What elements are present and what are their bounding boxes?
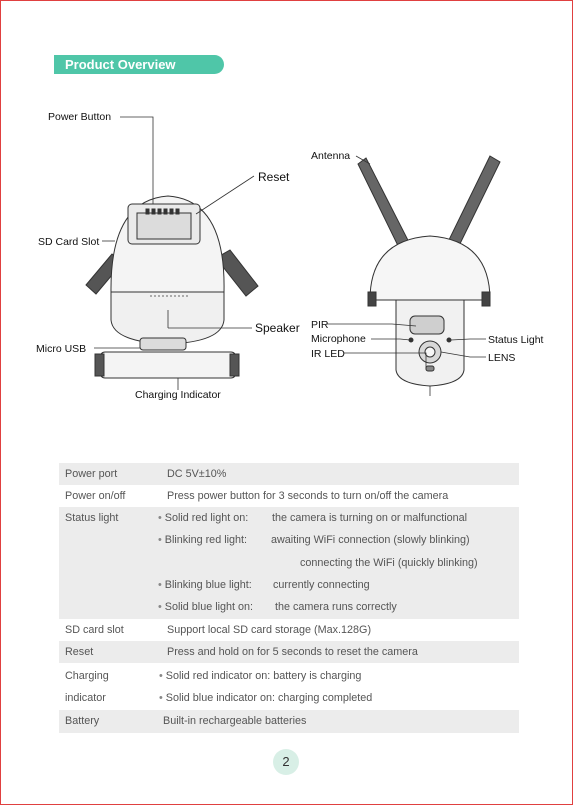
spec-key: Reset [65, 646, 94, 658]
spec-value: Built-in rechargeable batteries [163, 715, 307, 727]
label-lens: LENS [488, 352, 515, 364]
status-item-desc: the camera is turning on or malfunctiona… [272, 512, 468, 524]
ir-led [425, 365, 435, 372]
sd-card-plate [136, 212, 192, 240]
top-slots [145, 208, 180, 215]
label-ir-led: IR LED [311, 348, 345, 360]
label-status-light: Status Light [488, 334, 544, 346]
spec-value: DC 5V±10% [167, 468, 227, 480]
spec-key: indicator [65, 692, 106, 704]
status-item-label: Solid blue light on: [158, 596, 253, 618]
right-arm [215, 249, 259, 297]
spec-row-power-port: Power port DC 5V±10% [59, 463, 519, 485]
charging-item: Solid blue indicator on: charging comple… [159, 687, 372, 709]
front-dome [369, 235, 491, 301]
diagram-labels: Power Button Reset SD Card Slot Speaker … [36, 111, 544, 401]
micro-usb-port [139, 337, 187, 351]
label-antenna: Antenna [311, 150, 350, 162]
label-charging-indicator: Charging Indicator [135, 389, 221, 401]
spec-row-sd-card-slot: SD card slot Support local SD card stora… [59, 619, 519, 641]
camera-diagram: Power Button Reset SD Card Slot Speaker … [36, 111, 544, 401]
spec-key: Power on/off [65, 490, 126, 502]
label-microphone: Microphone [311, 333, 366, 345]
camera-front-view [357, 155, 501, 387]
label-pir: PIR [311, 319, 329, 331]
spec-row-status-light: Status light Solid red light on: the cam… [59, 507, 519, 619]
spec-row-power-onoff: Power on/off Press power button for 3 se… [59, 485, 519, 507]
status-item-label: Blinking blue light: [158, 574, 252, 596]
status-item-label: Blinking red light: [158, 529, 247, 551]
status-item-desc-2: connecting the WiFi (quickly blinking) [300, 557, 478, 569]
status-item-desc: the camera runs correctly [275, 601, 397, 613]
base [99, 351, 237, 379]
charging-item: Solid red indicator on: battery is charg… [159, 665, 362, 687]
front-side-right [481, 291, 491, 307]
label-power-button: Power Button [48, 111, 111, 123]
label-micro-usb: Micro USB [36, 343, 86, 355]
spec-key: Battery [65, 715, 100, 727]
spec-value: Support local SD card storage (Max.128G) [167, 624, 372, 636]
page-number: 2 [273, 749, 299, 775]
spec-key: SD card slot [65, 624, 124, 636]
status-item-desc: currently connecting [273, 579, 370, 591]
spec-key: Status light [65, 512, 119, 524]
section-title: Product Overview [54, 55, 224, 74]
spec-value: Press and hold on for 5 seconds to reset… [167, 646, 418, 658]
spec-key: Power port [65, 468, 118, 480]
label-speaker: Speaker [255, 321, 300, 335]
base-right-knob [229, 353, 240, 377]
camera-body [110, 291, 225, 345]
status-light [446, 337, 452, 343]
callout-lines [94, 116, 486, 396]
spec-row-charging-indicator: Charging indicator Solid red indicator o… [59, 665, 519, 709]
base-left-knob [94, 353, 105, 377]
camera-back-view [85, 195, 259, 379]
front-side-left [367, 291, 377, 307]
spec-value: Press power button for 3 seconds to turn… [167, 490, 449, 502]
status-item-desc: awaiting WiFi connection (slowly blinkin… [271, 534, 470, 546]
label-sd-card-slot: SD Card Slot [38, 236, 99, 248]
spec-row-battery: Battery Built-in rechargeable batteries [59, 710, 519, 733]
label-reset: Reset [258, 170, 290, 184]
spec-row-reset: Reset Press and hold on for 5 seconds to… [59, 641, 519, 663]
status-item-label: Solid red light on: [158, 507, 248, 529]
spec-key: Charging [65, 670, 109, 682]
pir-window [409, 315, 445, 335]
